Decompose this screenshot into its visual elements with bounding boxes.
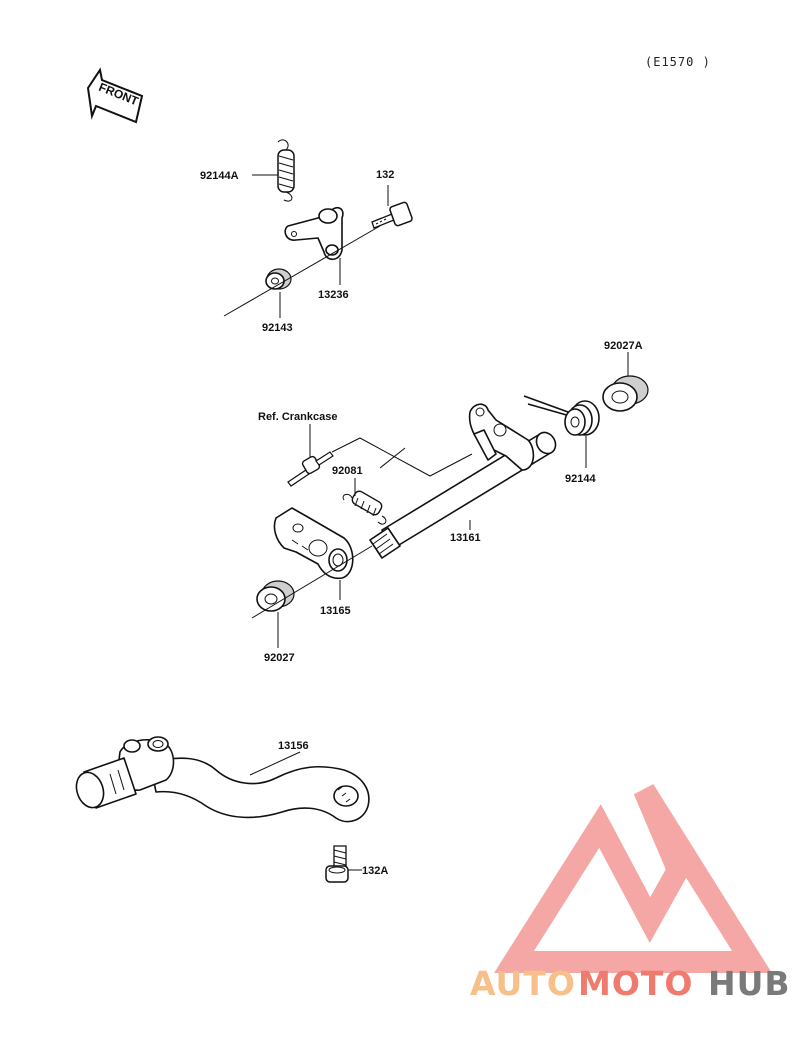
shaft-13161 xyxy=(369,403,557,559)
label-13165: 13165 xyxy=(320,605,351,617)
bolt-132 xyxy=(371,201,413,229)
spring-92144a xyxy=(277,139,295,202)
label-132a: 132A xyxy=(362,865,388,877)
shift-pedal-13156 xyxy=(75,736,370,823)
lever-13236 xyxy=(284,206,344,261)
crankcase-stud xyxy=(287,451,334,487)
label-92144a: 92144A xyxy=(200,170,239,182)
diagram-code: (E1570 ) xyxy=(645,55,711,69)
watermark-brand-moto: MOTO xyxy=(578,964,693,1003)
watermark-brand: AUTO MOTO HUB xyxy=(470,964,791,1003)
bushing-92027a xyxy=(602,375,649,412)
washer-92143 xyxy=(265,268,292,290)
label-92143: 92143 xyxy=(262,322,293,334)
label-13236: 13236 xyxy=(318,289,349,301)
label-13156: 13156 xyxy=(278,740,309,752)
label-13161: 13161 xyxy=(450,532,481,544)
watermark-brand-hub: HUB xyxy=(708,964,791,1003)
spring-92081 xyxy=(342,490,387,525)
label-92027: 92027 xyxy=(264,652,295,664)
bushing-92027 xyxy=(256,580,295,612)
front-arrow-icon: FRONT xyxy=(86,67,144,124)
spring-92144 xyxy=(523,395,600,436)
bolt-132a xyxy=(325,845,349,883)
plate-13165 xyxy=(273,507,354,580)
watermark-brand-auto: AUTO xyxy=(470,964,576,1003)
label-ref-crankcase: Ref. Crankcase xyxy=(258,411,338,423)
label-92027a: 92027A xyxy=(604,340,643,352)
label-132: 132 xyxy=(376,169,394,181)
label-92144: 92144 xyxy=(565,473,596,485)
watermark-logo xyxy=(494,784,772,973)
label-92081: 92081 xyxy=(332,465,363,477)
